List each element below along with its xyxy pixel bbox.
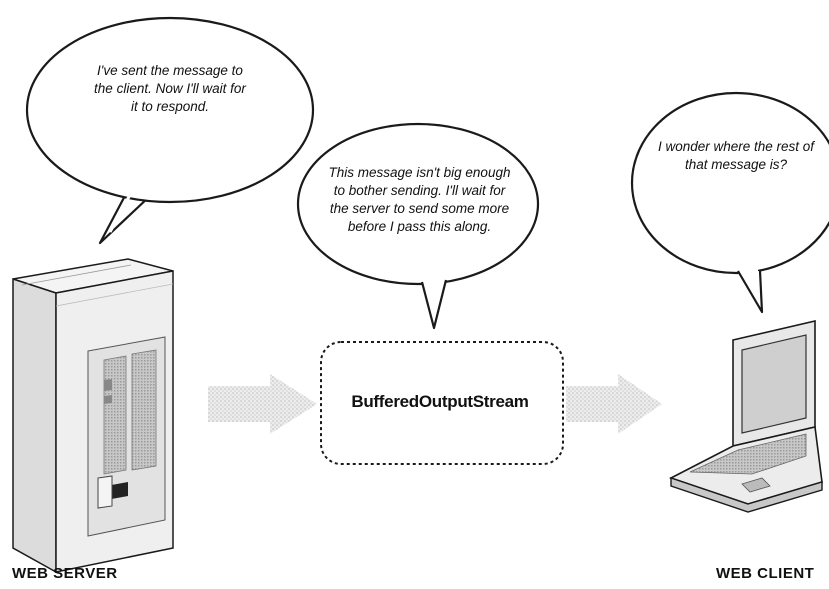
buffer-bubble-line: to bother sending. I'll wait for bbox=[333, 183, 506, 198]
speech-bubble-server bbox=[25, 16, 315, 245]
server-bubble-line: the client. Now I'll wait for bbox=[94, 81, 246, 96]
web-client-caption: WEB CLIENT bbox=[716, 565, 815, 582]
client-bubble-line: that message is? bbox=[684, 157, 788, 172]
arrow-buffer-to-client bbox=[566, 374, 662, 434]
web-server-caption: WEB SERVER bbox=[12, 565, 118, 582]
client-bubble-line: I wonder where the rest of bbox=[657, 139, 815, 154]
speech-bubble-client bbox=[630, 91, 829, 314]
buffered-output-stream-box bbox=[320, 341, 564, 465]
buffer-bubble-text: This message isn't big enough to bother … bbox=[302, 164, 537, 236]
server-tower-icon bbox=[12, 258, 174, 574]
buffered-output-stream-label: BufferedOutputStream bbox=[351, 392, 529, 411]
arrow-server-to-buffer bbox=[208, 374, 317, 434]
laptop-icon bbox=[668, 319, 823, 513]
speech-bubble-buffer bbox=[296, 122, 540, 330]
client-bubble-text: I wonder where the rest of that message … bbox=[640, 138, 829, 174]
buffer-bubble-line: before I pass this along. bbox=[347, 219, 492, 234]
server-bubble-text: I've sent the message to the client. Now… bbox=[55, 62, 285, 116]
server-bubble-line: it to respond. bbox=[130, 99, 210, 114]
buffer-bubble-line: the server to send some more bbox=[329, 201, 510, 216]
buffer-bubble-line: This message isn't big enough bbox=[328, 165, 511, 180]
server-bubble-line: I've sent the message to bbox=[97, 63, 243, 78]
